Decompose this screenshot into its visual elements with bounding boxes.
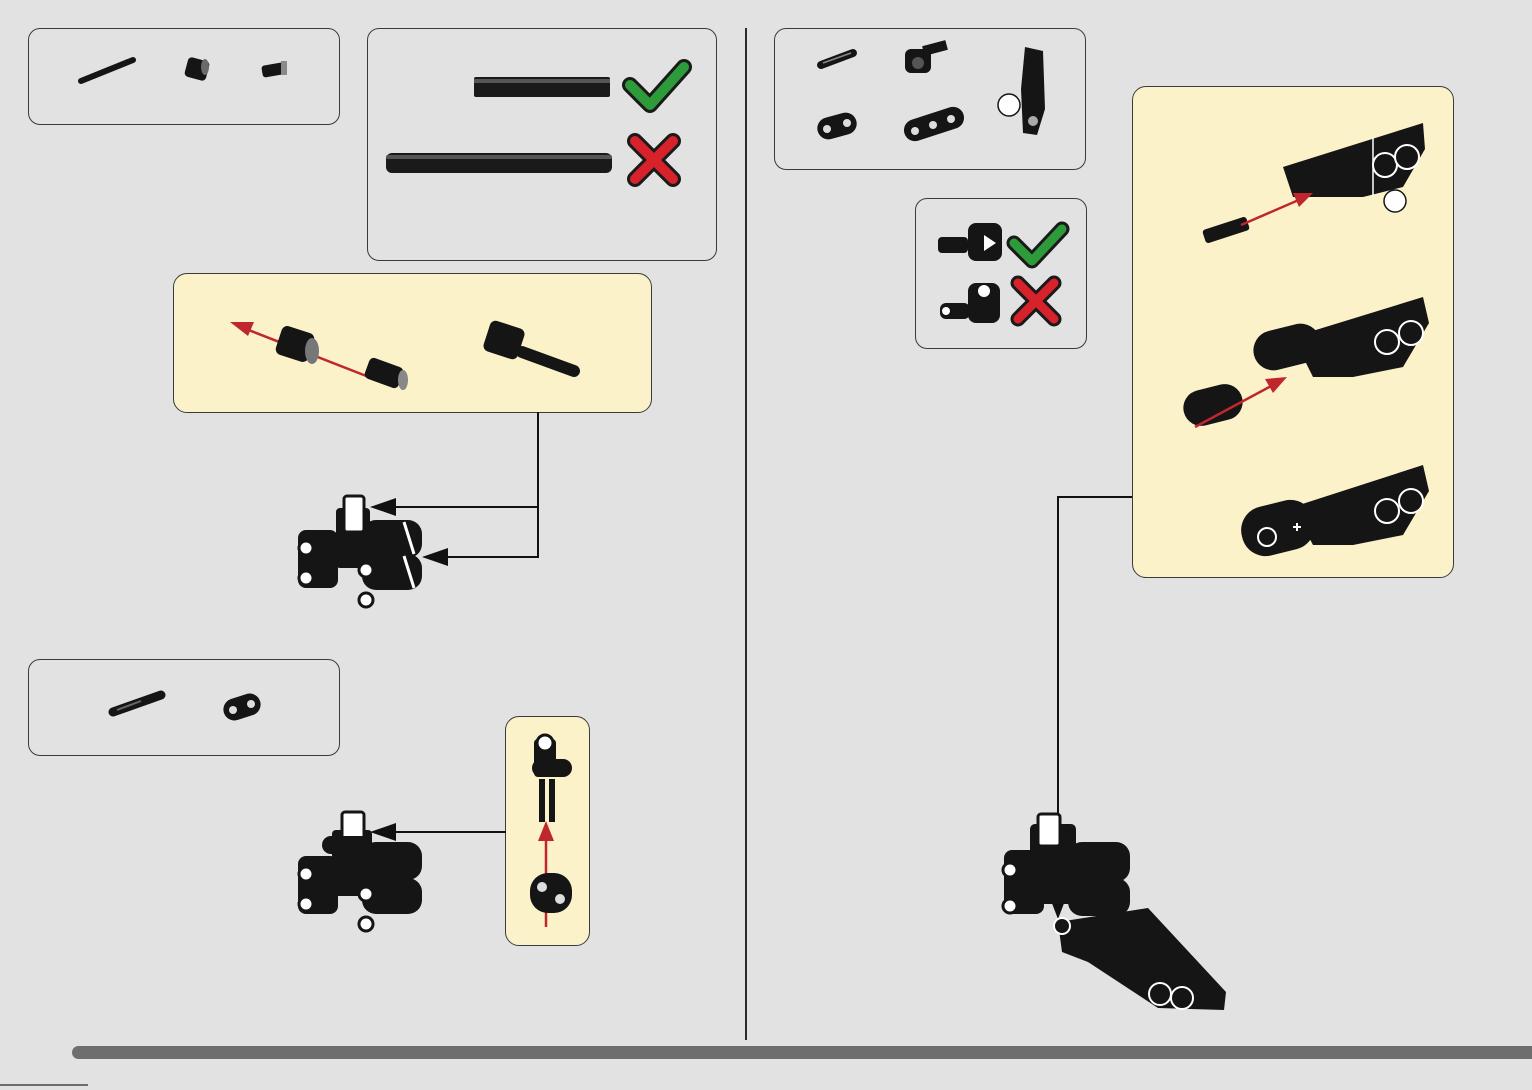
connector-check-box: [915, 198, 1087, 349]
substep-bush-assembly: [173, 273, 652, 413]
model-step-3: [292, 808, 432, 938]
check-icon: [630, 67, 684, 105]
parts-illustration: [29, 29, 341, 126]
model-step-1: [292, 488, 432, 618]
length-check-box: [367, 28, 717, 261]
model-step-2: [998, 812, 1238, 1016]
footer-strip: [0, 1084, 88, 1086]
footer-bar: [72, 1046, 1532, 1059]
parts-list-step-2: [774, 28, 1086, 170]
parts-illustration: [29, 660, 341, 757]
axle-pin-part: [821, 53, 853, 65]
page-divider: [745, 28, 747, 1040]
parts-illustration: [775, 29, 1087, 171]
axle-pin-part: [113, 695, 161, 712]
bush-assembly-illustration: [174, 274, 653, 414]
liftarm-assembly-illustration: [506, 717, 591, 947]
check-icon: [1014, 229, 1062, 261]
parts-list-step-1: [28, 28, 340, 125]
cross-icon: [1018, 283, 1054, 319]
connector-check-illustration: [916, 199, 1088, 350]
thin-liftarm-part: [221, 691, 264, 724]
thin-liftarm-3-part: [815, 110, 859, 142]
bush-part: [184, 56, 210, 81]
cross-icon: [635, 141, 673, 179]
thin-liftarm-4-part: [901, 104, 967, 144]
connector-part: [905, 40, 948, 73]
angled-liftarm-part: [998, 47, 1045, 135]
substep-angled-liftarm-assembly: [1132, 86, 1454, 578]
axle-part: [81, 60, 133, 81]
axle-pin-part: [261, 61, 287, 78]
assembly-arrow-icon: [1241, 193, 1313, 225]
parts-list-step-3: [28, 659, 340, 756]
substep-liftarm-assembly: [505, 716, 590, 946]
length-check-illustration: [368, 29, 718, 262]
angled-liftarm-assembly-illustration: [1133, 87, 1455, 579]
